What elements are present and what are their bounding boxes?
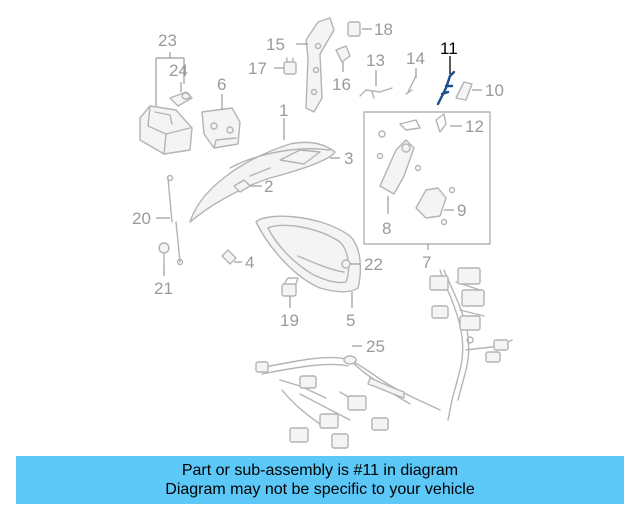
part-14-pin [405,75,417,95]
part-5-lid-trim [255,215,362,293]
leader-23 [155,52,185,106]
callout-18: 18 [374,20,393,39]
callout-11-highlighted: 11 [440,39,458,58]
part-22-plug [341,259,351,269]
callout-13: 13 [366,51,385,70]
callout-12: 12 [465,117,484,136]
callout-23: 23 [158,31,177,50]
part-4-clip [221,249,237,265]
callout-7: 7 [422,253,431,272]
callout-10: 10 [485,81,504,100]
callout-19: 19 [280,311,299,330]
callout-14: 14 [406,49,425,68]
part-23-lock-assembly [139,105,193,155]
callout-15: 15 [266,35,285,54]
part-17-clip [283,57,297,75]
part-1-trunk-lid [189,141,336,223]
callout-6: 6 [217,75,226,94]
callout-22: 22 [364,255,383,274]
info-banner: Part or sub-assembly is #11 in diagram D… [16,456,624,504]
callout-16: 16 [332,75,351,94]
part-19-clip [281,277,299,297]
part-21-ball-stud [158,242,170,265]
part-20-gas-strut [166,174,184,266]
banner-line-part-info: Part or sub-assembly is #11 in diagram [181,462,459,479]
banner-line-disclaimer: Diagram may not be specific to your vehi… [165,481,475,498]
part-25-wiring-harness [255,355,441,449]
callout-9: 9 [457,201,466,220]
part-6-latch [201,107,241,149]
part-7-lock-components-box [363,111,491,245]
callout-20: 20 [132,209,151,228]
part-16-bracket [335,45,351,72]
callout-2: 2 [264,177,273,196]
part-24-lock-cylinder [169,91,193,107]
part-harness-right [429,267,513,421]
part-11-highlighted-rod [436,70,456,106]
part-10-bracket [455,81,473,101]
callout-25: 25 [366,337,385,356]
callout-3: 3 [344,149,353,168]
part-13-rod [359,87,393,99]
callout-8: 8 [382,219,391,238]
parts-diagram: 1 2 3 4 5 6 7 8 9 10 11 12 13 14 15 16 1… [132,17,513,449]
callout-17: 17 [248,59,267,78]
part-15-hinge [305,17,335,113]
callout-5: 5 [346,311,355,330]
callout-1: 1 [279,101,288,120]
callout-21: 21 [154,279,173,298]
callout-24: 24 [169,61,188,80]
callout-4: 4 [245,253,254,272]
part-18-clip [347,21,361,37]
